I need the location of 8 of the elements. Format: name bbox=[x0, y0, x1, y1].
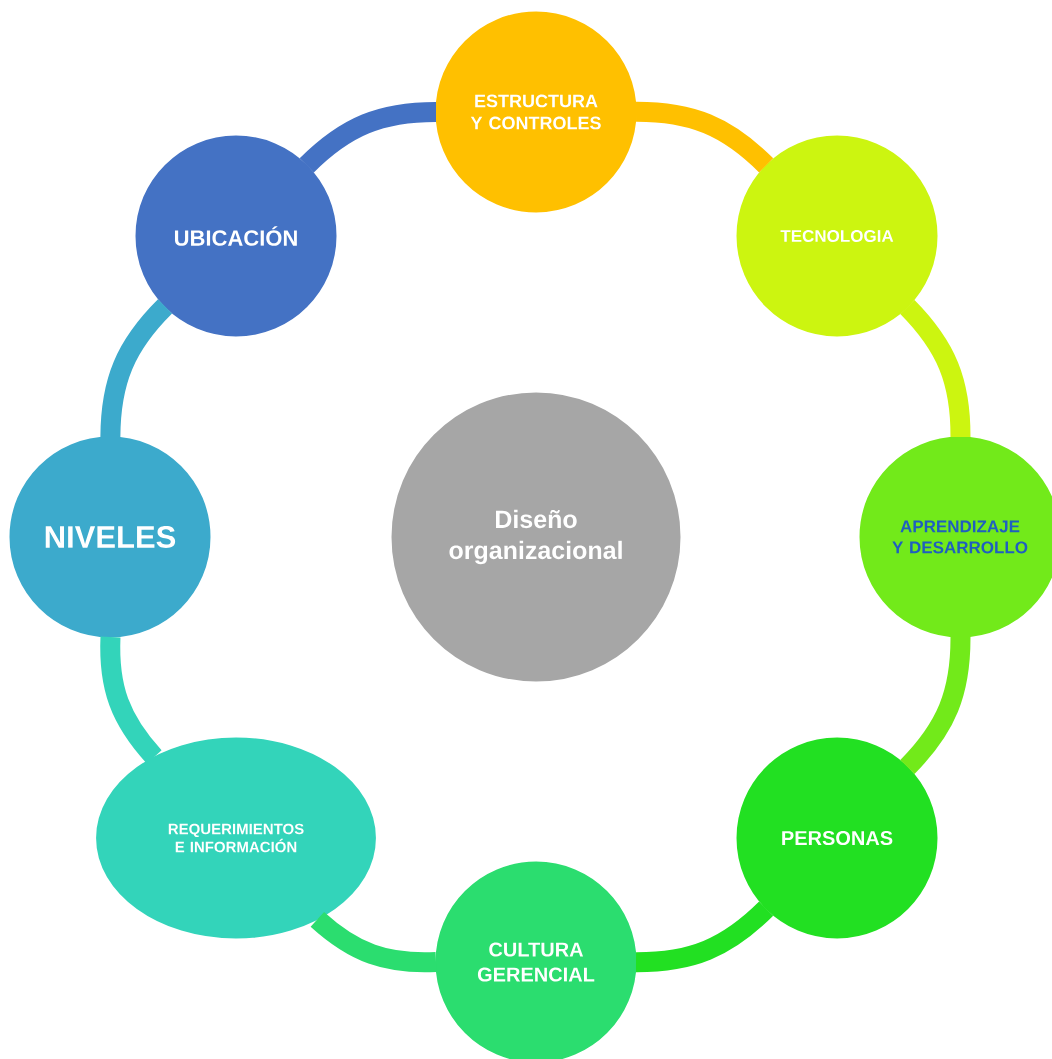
ring-arc bbox=[299, 101, 437, 173]
ring-arc bbox=[900, 636, 971, 774]
ring-arc bbox=[310, 911, 437, 973]
ring-arc bbox=[635, 101, 774, 173]
ring-arc bbox=[100, 299, 173, 438]
ring-arc bbox=[900, 300, 971, 438]
ring-arc bbox=[100, 636, 162, 764]
ring-arc bbox=[635, 901, 774, 973]
